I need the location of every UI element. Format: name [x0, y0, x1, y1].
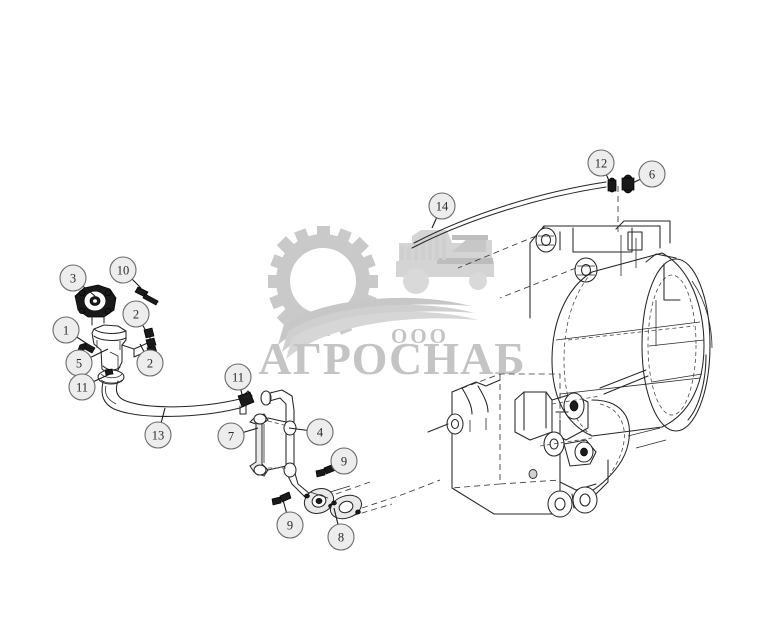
callout-number: 2	[147, 357, 153, 371]
callout-number: 4	[317, 426, 324, 440]
callout-circle[interactable]	[330, 447, 358, 475]
callout-5[interactable]: 5	[65, 348, 109, 377]
callout-number: 2	[133, 308, 139, 322]
connector-6	[621, 174, 635, 194]
housing-lug	[574, 257, 598, 283]
engine-housing-illustration	[427, 186, 713, 518]
screw-10	[134, 286, 159, 306]
hose-clamp-11a	[97, 368, 125, 385]
callout-circle[interactable]	[52, 316, 80, 344]
callout-2[interactable]: 2	[122, 300, 150, 337]
callout-number: 1	[63, 324, 69, 338]
callout-circle[interactable]	[306, 418, 334, 446]
housing-boss	[446, 413, 464, 435]
hose-clamp-11b	[237, 391, 255, 415]
swoosh-icon	[278, 297, 478, 359]
callout-circle[interactable]	[217, 422, 245, 450]
callout-number: 11	[232, 371, 244, 385]
combine-harvester-icon	[396, 230, 494, 294]
callout-number: 9	[287, 519, 293, 533]
callout-11[interactable]: 11	[68, 373, 111, 401]
filler-neck-5	[91, 324, 151, 375]
callout-circle[interactable]	[224, 363, 252, 391]
callout-number: 5	[76, 357, 82, 371]
callout-number: 7	[228, 430, 234, 444]
callout-8[interactable]: 8	[327, 507, 355, 551]
callout-circle[interactable]	[428, 192, 456, 220]
bolt-1	[77, 342, 96, 354]
tube-line-14	[411, 181, 607, 249]
callout-2[interactable]: 2	[136, 343, 164, 377]
callout-circle[interactable]	[587, 149, 615, 177]
callout-12[interactable]: 12	[587, 149, 615, 186]
callout-number: 9	[341, 455, 347, 469]
callout-circle[interactable]	[327, 523, 355, 551]
clamp-2-upper	[143, 327, 157, 348]
callout-number: 14	[436, 200, 449, 214]
callout-number: 11	[76, 381, 88, 395]
housing-mechanism	[514, 391, 631, 518]
flange-gasket-8	[330, 494, 362, 520]
callout-circle[interactable]	[136, 349, 164, 377]
callout-10[interactable]: 10	[109, 256, 142, 289]
callout-circle[interactable]	[144, 421, 172, 449]
housing-lug	[535, 227, 557, 253]
callout-9[interactable]: 9	[276, 499, 304, 539]
callout-3[interactable]: 3	[59, 264, 96, 297]
callout-6[interactable]: 6	[627, 160, 666, 188]
callout-number: 6	[649, 168, 655, 182]
callout-number: 13	[152, 429, 165, 443]
bolt-9-lower	[271, 491, 292, 506]
callout-number: 8	[338, 531, 344, 545]
callout-13[interactable]: 13	[144, 407, 172, 449]
callout-circle[interactable]	[122, 300, 150, 328]
callout-circle[interactable]	[638, 160, 666, 188]
filler-cap-3	[74, 284, 117, 326]
callout-4[interactable]: 4	[288, 418, 334, 446]
bracket-7	[249, 413, 297, 478]
callout-1[interactable]: 1	[52, 316, 93, 348]
callout-7[interactable]: 7	[217, 422, 259, 450]
callout-number: 3	[70, 272, 76, 286]
tube-4	[260, 389, 311, 499]
callout-14[interactable]: 14	[428, 192, 456, 229]
callout-11[interactable]: 11	[224, 363, 252, 400]
callout-circle[interactable]	[109, 256, 137, 284]
watermark-prefix: ООО	[391, 324, 449, 348]
callout-9[interactable]: 9	[326, 447, 358, 475]
callout-circle[interactable]	[59, 264, 87, 292]
watermark-name: АГРОСНАБ	[258, 333, 525, 384]
callout-number: 12	[595, 157, 608, 171]
callout-circle[interactable]	[68, 373, 96, 401]
callout-circle[interactable]	[276, 511, 304, 539]
callout-number: 10	[117, 264, 130, 278]
flange-on-tube	[303, 488, 335, 514]
